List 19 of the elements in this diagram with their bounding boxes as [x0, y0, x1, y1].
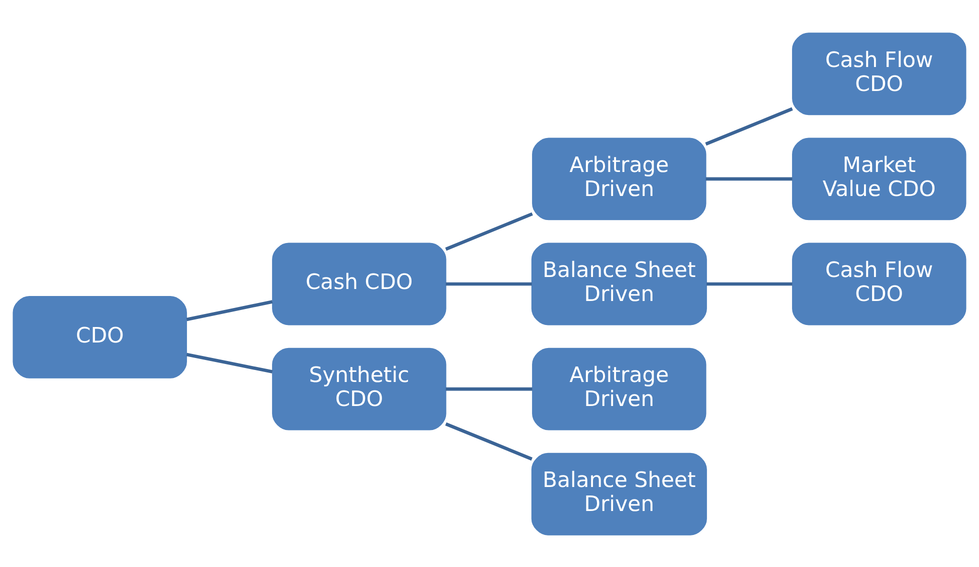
connector [445, 212, 533, 250]
connector [445, 422, 532, 460]
node-box: Arbitrage Driven [532, 347, 706, 430]
node-box: Cash CDO [272, 242, 446, 325]
connector [186, 300, 273, 321]
connector [446, 282, 532, 286]
connector [706, 176, 792, 180]
connector [186, 352, 273, 373]
node-box: Balance Sheet Driven [531, 452, 707, 535]
node-box: Cash Flow CDO [792, 32, 966, 115]
connector [705, 106, 793, 146]
node-box: Market Value CDO [792, 137, 966, 220]
connector [446, 386, 532, 390]
node-box: Arbitrage Driven [532, 137, 706, 220]
node-box: CDO [12, 295, 187, 378]
connector [706, 282, 792, 286]
node-box: Balance Sheet Driven [531, 242, 707, 325]
node-box: Synthetic CDO [272, 347, 446, 430]
node-box: Cash Flow CDO [792, 242, 966, 325]
